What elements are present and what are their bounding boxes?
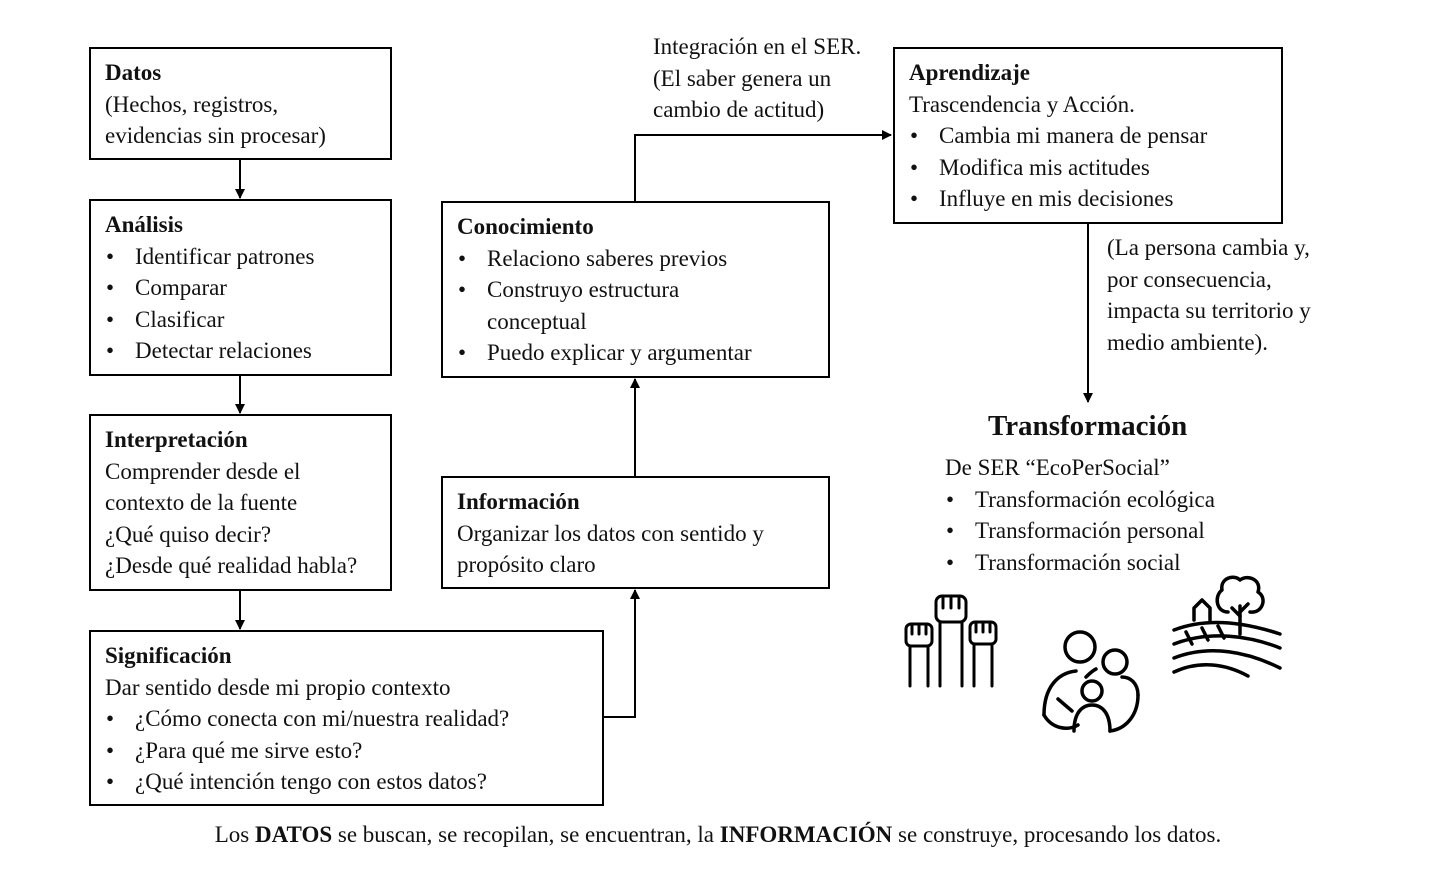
cambio-line: por consecuencia, [1107,266,1272,292]
aprendizaje-bullet: Modifica mis actitudes [909,152,1269,184]
integracion-line: (El saber genera un [653,65,832,91]
significacion-title: Significación [105,643,232,668]
informacion-box: Información Organizar los datos con sent… [441,476,830,589]
aprendizaje-subtitle: Trascendencia y Acción. [909,91,1135,117]
arrow-conocimiento-aprendizaje [634,130,892,202]
transformacion-subtitle: De SER “EcoPerSocial” [945,455,1170,480]
transformacion-block: De SER “EcoPerSocial” Transformación eco… [945,452,1215,578]
conocimiento-bullet: Construyo estructura conceptual [457,274,816,337]
significacion-bullet: ¿Cómo conecta con mi/nuestra realidad? [105,703,590,735]
interpretacion-line: Comprender desde el [105,458,301,484]
transformacion-bullet: Transformación ecológica [945,484,1215,516]
informacion-title: Información [457,489,580,514]
conocimiento-bullet-line: conceptual [487,308,587,334]
significacion-bullet: ¿Qué intención tengo con estos datos? [105,766,590,798]
analisis-list: Identificar patrones Comparar Clasificar… [105,241,378,367]
interpretacion-box: Interpretación Comprender desde el conte… [89,414,392,591]
aprendizaje-list: Cambia mi manera de pensar Modifica mis … [909,120,1269,215]
conocimiento-title: Conocimiento [457,214,594,239]
significacion-box: Significación Dar sentido desde mi propi… [89,630,604,806]
arrow-significacion-informacion [603,589,640,718]
integracion-line: cambio de actitud) [653,97,825,122]
significacion-bullet: ¿Para qué me sirve esto? [105,735,590,767]
interpretacion-line: ¿Qué quiso decir? [105,521,272,547]
interpretacion-line: ¿Desde qué realidad habla? [105,553,358,578]
footer-informacion-emphasis: INFORMACIÓN [719,822,893,847]
transformacion-list: Transformación ecológica Transformación … [945,484,1215,579]
cambio-line: impacta su territorio y [1107,298,1311,323]
footer-text: Los [214,822,255,847]
cambio-note: (La persona cambia y, por consecuencia, … [1107,232,1311,358]
footer-caption: Los DATOS se buscan, se recopilan, se en… [0,822,1436,848]
datos-line: evidencias sin procesar) [105,123,326,148]
conocimiento-box: Conocimiento Relaciono saberes previos C… [441,201,830,378]
cambio-line: medio ambiente). [1107,329,1268,355]
significacion-list: ¿Cómo conecta con mi/nuestra realidad? ¿… [105,703,590,798]
significacion-subtitle: Dar sentido desde mi propio contexto [105,674,451,700]
analisis-bullet: Detectar relaciones [105,335,378,367]
informacion-line: propósito claro [457,552,596,577]
conocimiento-bullet: Puedo explicar y argumentar [457,337,816,369]
conocimiento-bullet: Relaciono saberes previos [457,243,816,275]
integracion-note: Integración en el SER. (El saber genera … [653,31,861,126]
analisis-bullet: Identificar patrones [105,241,378,273]
footer-datos-emphasis: DATOS [255,822,333,847]
family-icon [1042,630,1140,733]
analisis-bullet: Clasificar [105,304,378,336]
aprendizaje-box: Aprendizaje Trascendencia y Acción. Camb… [893,47,1283,224]
footer-text: se buscan, se recopilan, se encuentran, … [332,822,720,847]
transformacion-bullet: Transformación personal [945,515,1215,547]
datos-title: Datos [105,60,162,85]
tree-landscape-icon [1172,575,1282,678]
aprendizaje-bullet: Influye en mis decisiones [909,183,1269,215]
datos-line: (Hechos, registros, [105,91,279,117]
footer-text: se construye, procesando los datos. [892,822,1222,847]
raised-fists-icon [904,594,998,688]
informacion-line: Organizar los datos con sentido y [457,520,764,546]
aprendizaje-bullet: Cambia mi manera de pensar [909,120,1269,152]
integracion-line: Integración en el SER. [653,34,862,59]
conocimiento-list: Relaciono saberes previos Construyo estr… [457,243,816,369]
analisis-title: Análisis [105,212,183,237]
conocimiento-bullet-line: Construyo estructura [487,277,680,302]
analisis-box: Análisis Identificar patrones Comparar C… [89,199,392,376]
aprendizaje-title: Aprendizaje [909,60,1030,85]
analisis-bullet: Comparar [105,272,378,304]
cambio-line: (La persona cambia y, [1107,235,1310,260]
interpretacion-title: Interpretación [105,427,248,452]
interpretacion-line: contexto de la fuente [105,490,298,515]
transformacion-bullet: Transformación social [945,547,1215,579]
transformacion-title: Transformación [988,410,1188,442]
datos-box: Datos (Hechos, registros, evidencias sin… [89,47,392,160]
